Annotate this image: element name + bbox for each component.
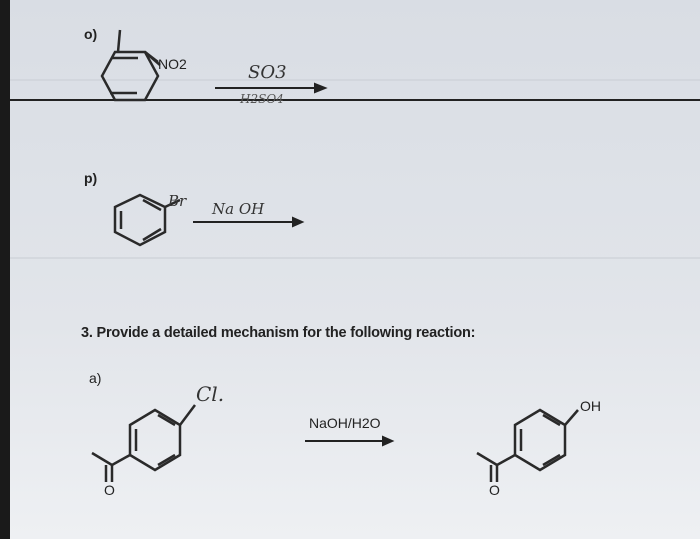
reaction-arrow-p bbox=[193, 216, 305, 228]
question-heading: 3. Provide a detailed mechanism for the … bbox=[81, 325, 476, 341]
molecule-start bbox=[91, 404, 196, 482]
carbonyl-oxygen-product: O bbox=[489, 482, 500, 498]
reagent-so3: SO3 bbox=[248, 62, 287, 83]
reagent-naoh-h2o: NaOH/H2O bbox=[309, 415, 381, 431]
molecule-p bbox=[113, 193, 181, 247]
chloro-label: Cl. bbox=[196, 382, 225, 406]
problem-o-label: o) bbox=[84, 26, 98, 42]
reagent-h2so4: H2SO4 bbox=[240, 92, 284, 106]
nitro-group-label: NO2 bbox=[158, 56, 187, 72]
reaction-arrow-o bbox=[215, 82, 328, 94]
carbonyl-oxygen-start: O bbox=[104, 482, 115, 498]
part-a-label: a) bbox=[89, 370, 102, 386]
reaction-arrow-3a bbox=[305, 435, 395, 447]
reagent-naoh-handwritten: Na OH bbox=[212, 200, 265, 218]
molecule-product bbox=[476, 408, 579, 482]
bromo-label: Br bbox=[168, 192, 187, 210]
molecule-o bbox=[100, 29, 161, 102]
worksheet-page bbox=[10, 0, 700, 539]
hydroxyl-label: OH bbox=[580, 398, 601, 414]
problem-p-label: p) bbox=[84, 170, 98, 186]
